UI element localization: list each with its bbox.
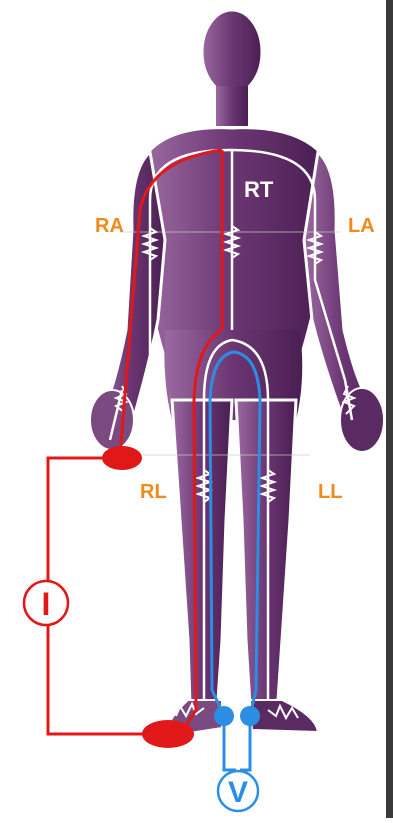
label-la: LA bbox=[348, 215, 375, 237]
voltage-label: V bbox=[228, 776, 248, 809]
voltmeter-symbol: V bbox=[218, 771, 258, 811]
voltage-electrode-right bbox=[214, 706, 234, 726]
label-ra: RA bbox=[95, 215, 124, 237]
current-electrode-foot bbox=[142, 720, 194, 748]
label-rl: RL bbox=[140, 481, 167, 503]
current-label: I bbox=[42, 586, 51, 622]
label-rt: RT bbox=[244, 177, 274, 202]
current-source-symbol: I bbox=[24, 581, 68, 625]
right-edge-bar bbox=[386, 0, 393, 818]
voltage-electrode-left bbox=[240, 706, 260, 726]
human-body-silhouette bbox=[90, 10, 384, 736]
label-ll: LL bbox=[318, 481, 342, 503]
current-electrode-hand bbox=[102, 446, 142, 470]
